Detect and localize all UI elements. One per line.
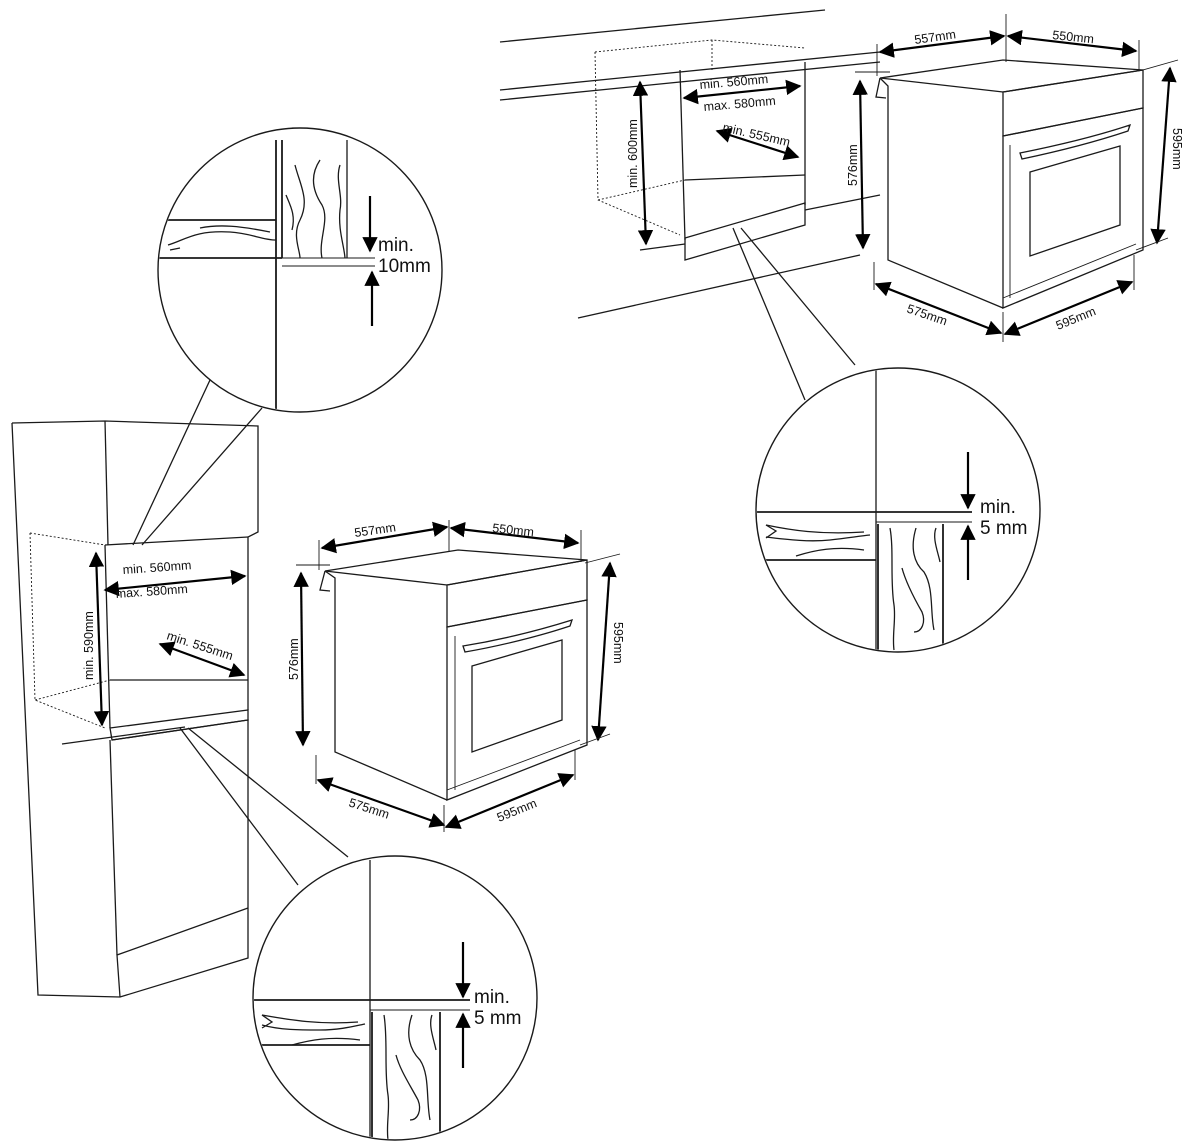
callout-top-leader <box>132 379 263 546</box>
detail-circle-uc: min. 5 mm <box>755 367 1041 653</box>
callout-bottom-leader <box>179 727 349 886</box>
top-detail-min-label: min. <box>378 235 414 256</box>
under-counter-cabinet <box>499 9 881 319</box>
uc-height-label: min. 600mm <box>626 119 640 188</box>
oven-right-bottom-depth-label: 575mm <box>905 302 949 329</box>
uc-width-min-label: min. 560mm <box>699 72 769 92</box>
tall-niche-width-dim: min. 560mm max. 580mm <box>103 558 247 601</box>
uc-detail-min-label: min. <box>980 497 1016 518</box>
oven-left-bottom-depth-label: 575mm <box>347 796 391 822</box>
oven-left <box>319 549 588 801</box>
uc-width-max-label: max. 580mm <box>703 94 776 114</box>
tall-cabinet <box>11 420 259 998</box>
oven-right-bottom-width-label: 595mm <box>1054 304 1098 333</box>
oven-left-top-depth-label: 557mm <box>353 520 396 540</box>
tall-width-min-label: min. 560mm <box>122 558 192 577</box>
bottom-detail-value-label: 5 mm <box>474 1008 522 1029</box>
oven-left-front-height-label: 595mm <box>611 622 625 664</box>
tall-height-label: min. 590mm <box>82 611 96 680</box>
oven-right-top-width-label: 550mm <box>1052 28 1095 46</box>
oven-left-side-height-label: 576mm <box>287 638 301 680</box>
oven-left-top-width-label: 550mm <box>492 521 535 539</box>
tall-niche-depth-dim: min. 555mm <box>158 629 246 678</box>
oven-left-bottom-width-label: 595mm <box>495 796 539 825</box>
oven-right <box>875 59 1144 309</box>
oven-right-side-height-label: 576mm <box>846 144 860 186</box>
uc-detail-value-label: 5 mm <box>980 518 1028 539</box>
detail-circle-top: min. 10mm <box>157 127 443 413</box>
oven-right-top-depth-label: 557mm <box>913 27 956 47</box>
oven-right-front-height-label: 595mm <box>1170 128 1184 170</box>
callout-uc-leader <box>732 227 856 401</box>
oven-left-dims: 557mm 550mm 576mm 595mm 575mm 595mm <box>287 520 625 832</box>
detail-circle-bottom: min. 5 mm <box>252 855 538 1141</box>
uc-depth-label: min. 555mm <box>721 120 791 149</box>
bottom-detail-min-label: min. <box>474 987 510 1008</box>
tall-niche-height-dim: min. 590mm <box>82 551 110 727</box>
top-detail-value-label: 10mm <box>378 256 431 277</box>
tall-width-max-label: max. 580mm <box>115 582 188 601</box>
under-counter-dims: min. 560mm max. 580mm min. 555mm min. 60… <box>626 72 802 246</box>
